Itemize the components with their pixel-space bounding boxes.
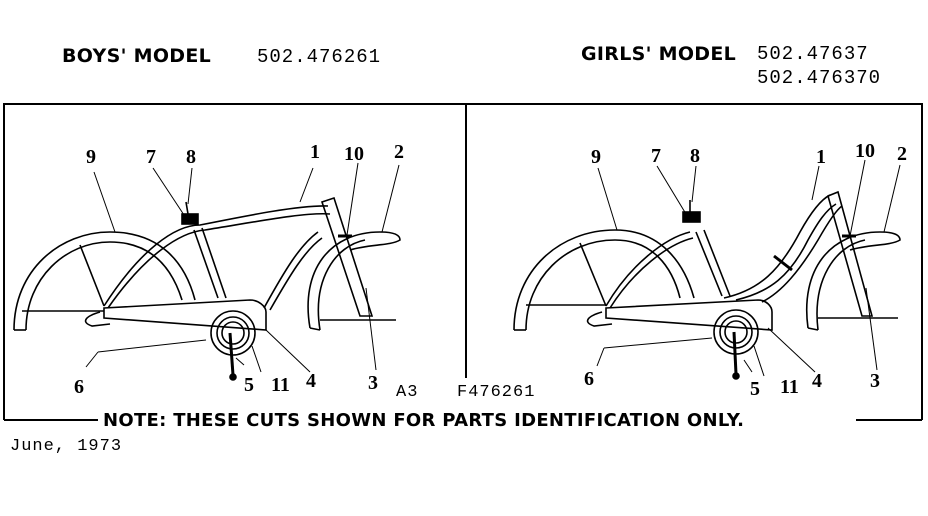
callout-girls-3: 3 <box>870 370 880 392</box>
boys-model-number: 502.476261 <box>257 46 382 68</box>
callout-boys-9: 9 <box>86 146 96 168</box>
callout-girls-1: 1 <box>816 146 826 168</box>
girls-bicycle-drawing <box>513 190 901 380</box>
callout-boys-4: 4 <box>306 370 316 392</box>
footer-note: NOTE: THESE CUTS SHOWN FOR PARTS IDENTIF… <box>103 410 745 431</box>
boys-bicycle-drawing <box>13 196 401 381</box>
callout-boys-5: 5 <box>244 374 254 396</box>
figure-code: F476261 <box>457 383 536 402</box>
page-code: A3 <box>396 383 419 402</box>
girls-model-label: GIRLS' MODEL <box>581 43 737 65</box>
callout-girls-5: 5 <box>750 378 760 400</box>
callout-girls-4: 4 <box>812 370 822 392</box>
callout-boys-2: 2 <box>394 141 404 163</box>
callout-boys-3: 3 <box>368 372 378 394</box>
callout-girls-8: 8 <box>690 145 700 167</box>
callout-boys-7: 7 <box>146 146 156 168</box>
footer-date: June, 1973 <box>10 437 123 456</box>
girls-model-number-2: 502.476370 <box>757 67 882 89</box>
callout-boys-8: 8 <box>186 146 196 168</box>
callout-girls-10: 10 <box>855 140 875 162</box>
callout-boys-10: 10 <box>344 143 364 165</box>
girls-model-number-1: 502.47637 <box>757 43 869 65</box>
frame-border <box>3 103 923 420</box>
callout-girls-2: 2 <box>897 143 907 165</box>
callout-girls-6: 6 <box>584 368 594 390</box>
boys-model-label: BOYS' MODEL <box>62 45 212 67</box>
callout-boys-6: 6 <box>74 376 84 398</box>
callout-boys-11: 11 <box>271 374 290 396</box>
callout-boys-1: 1 <box>310 141 320 163</box>
callout-girls-9: 9 <box>591 146 601 168</box>
callout-girls-7: 7 <box>651 145 661 167</box>
callout-girls-11: 11 <box>780 376 799 398</box>
